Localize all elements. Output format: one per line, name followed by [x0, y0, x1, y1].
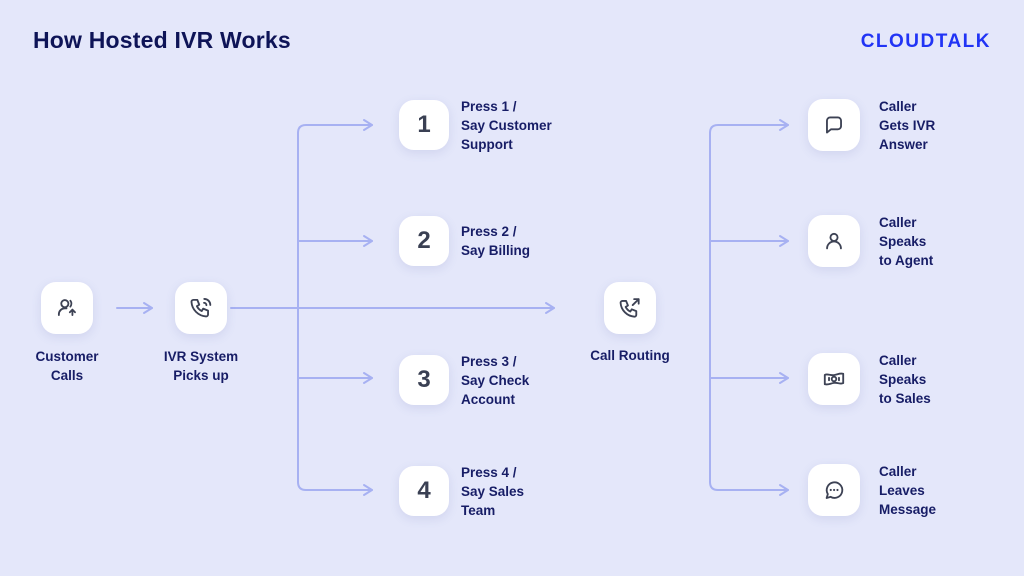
- option-3-card: 3: [399, 355, 449, 405]
- option-2-number: 2: [417, 227, 431, 254]
- outcome-2-label: Caller Speaks to Agent: [879, 215, 934, 268]
- option-1-number: 1: [417, 111, 431, 138]
- ivr-system-label: IVR System Picks up: [163, 349, 239, 383]
- outcome-3-card: [808, 353, 860, 405]
- outcome-1-label: Caller Gets IVR Answer: [879, 99, 936, 152]
- option-4-label: Press 4 / Say Sales Team: [461, 465, 525, 518]
- customer-calls-label: Customer Calls: [35, 349, 99, 383]
- option-2-card: 2: [399, 216, 449, 266]
- phone-ringing-icon: [190, 297, 212, 318]
- option-3-number: 3: [417, 366, 431, 393]
- customer-calls-card: [41, 282, 93, 334]
- outcome-2-card: [808, 215, 860, 267]
- cloudtalk-logo: CLOUDTALK: [860, 31, 991, 52]
- option-2-label: Press 2 / Say Billing: [461, 224, 531, 258]
- call-routing-label: Call Routing: [590, 348, 670, 363]
- option-4-card: 4: [399, 466, 449, 516]
- ivr-system-card: [175, 282, 227, 334]
- call-routing-card: [604, 282, 656, 334]
- user-arrow-up-icon: [57, 299, 76, 316]
- option-1-label: Press 1 / Say Customer Support: [461, 99, 552, 152]
- outcome-4-card: [808, 464, 860, 516]
- message-dots-icon: [825, 481, 844, 499]
- phone-outgoing-icon: [619, 298, 640, 318]
- option-1-card: 1: [399, 100, 449, 150]
- option-4-number: 4: [417, 477, 431, 504]
- page-title: How Hosted IVR Works: [33, 27, 291, 53]
- user-icon: [826, 232, 842, 250]
- outcome-4-label: Caller Leaves Message: [879, 464, 937, 517]
- speech-bubble-icon: [826, 116, 842, 134]
- option-3-label: Press 3 / Say Check Account: [461, 354, 530, 407]
- outcome-1-card: [808, 99, 860, 151]
- banknote-icon: [823, 372, 845, 386]
- outcome-3-label: Caller Speaks to Sales: [879, 353, 931, 406]
